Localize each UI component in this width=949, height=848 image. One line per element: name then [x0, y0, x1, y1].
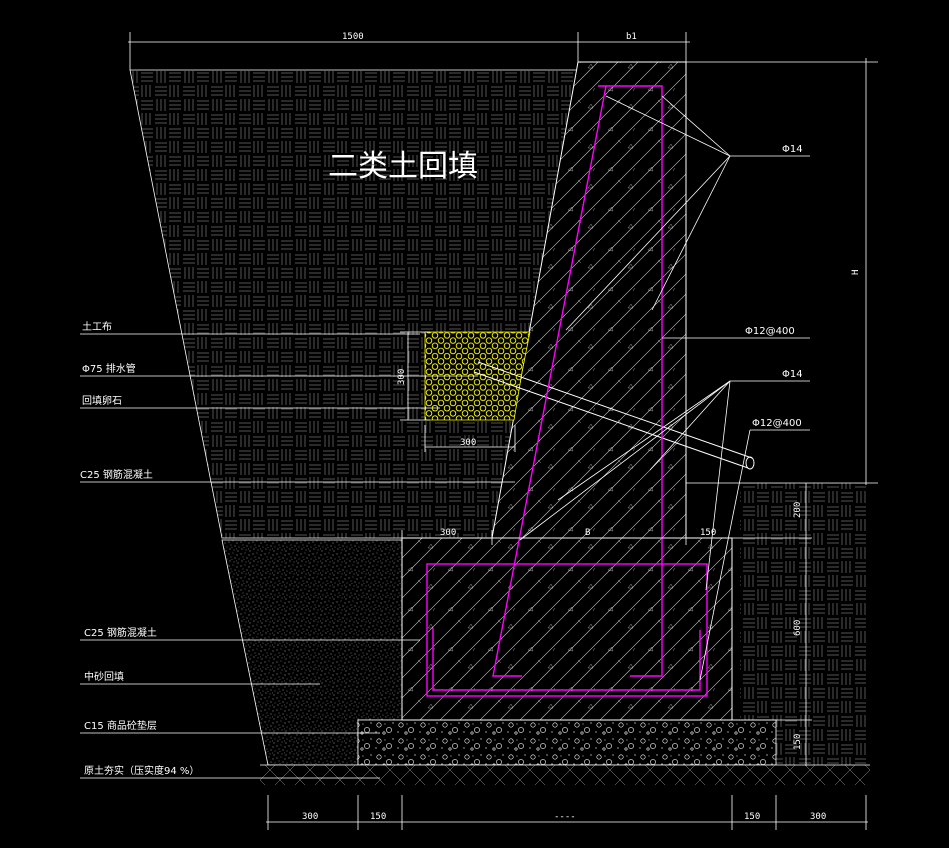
dim-top-b1: b1	[626, 32, 637, 42]
label-c25-base: C25 钢筋混凝土	[84, 626, 157, 639]
label-geotextile: 土工布	[82, 320, 112, 333]
dim-heel-150: 150	[700, 528, 716, 538]
c15-cushion-layer	[357, 719, 777, 766]
label-c15-cushion: C15 商品砼垫层	[84, 719, 157, 732]
label-backfill-gravel: 回填卵石	[82, 394, 122, 407]
compacted-soil-strip	[260, 765, 870, 785]
rebar-top-phi14: Φ14	[782, 144, 803, 155]
dim-base-B: B	[585, 528, 590, 538]
dim-bottom-300-right: 300	[810, 812, 826, 822]
rebar-phi12-400-a: Φ12@400	[745, 326, 795, 337]
label-compacted-soil: 原土夯实（压实度94 %）	[84, 764, 199, 777]
label-c25-wall: C25 钢筋混凝土	[80, 468, 153, 481]
leader-lines	[80, 95, 810, 779]
dim-bottom-150-right: 150	[744, 812, 760, 822]
dimension-lines	[128, 32, 878, 830]
label-drain-pipe: Φ75 排水管	[82, 362, 136, 375]
dim-toe-300: 300	[440, 528, 456, 538]
dim-bottom-150-left: 150	[370, 812, 386, 822]
dim-right-200: 200	[793, 502, 803, 518]
rebar-mid-phi14: Φ14	[782, 369, 803, 380]
dim-height-H: H	[851, 270, 861, 275]
dim-bottom-300-left: 300	[302, 812, 318, 822]
dim-right-600: 600	[793, 620, 803, 636]
rebar-phi12-400-b: Φ12@400	[752, 418, 802, 429]
drain-pipe	[473, 361, 755, 470]
rebar-cage	[426, 85, 708, 697]
backfill-title-label: 二类土回填	[328, 149, 478, 184]
dim-right-150: 150	[793, 734, 803, 750]
dim-drain-width: 300	[460, 438, 476, 448]
dim-bottom-middle: ----	[554, 812, 576, 822]
dim-top-width: 1500	[342, 32, 364, 42]
label-sand-fill: 中砂回填	[84, 670, 124, 683]
dim-drain-height: 300	[397, 369, 407, 385]
